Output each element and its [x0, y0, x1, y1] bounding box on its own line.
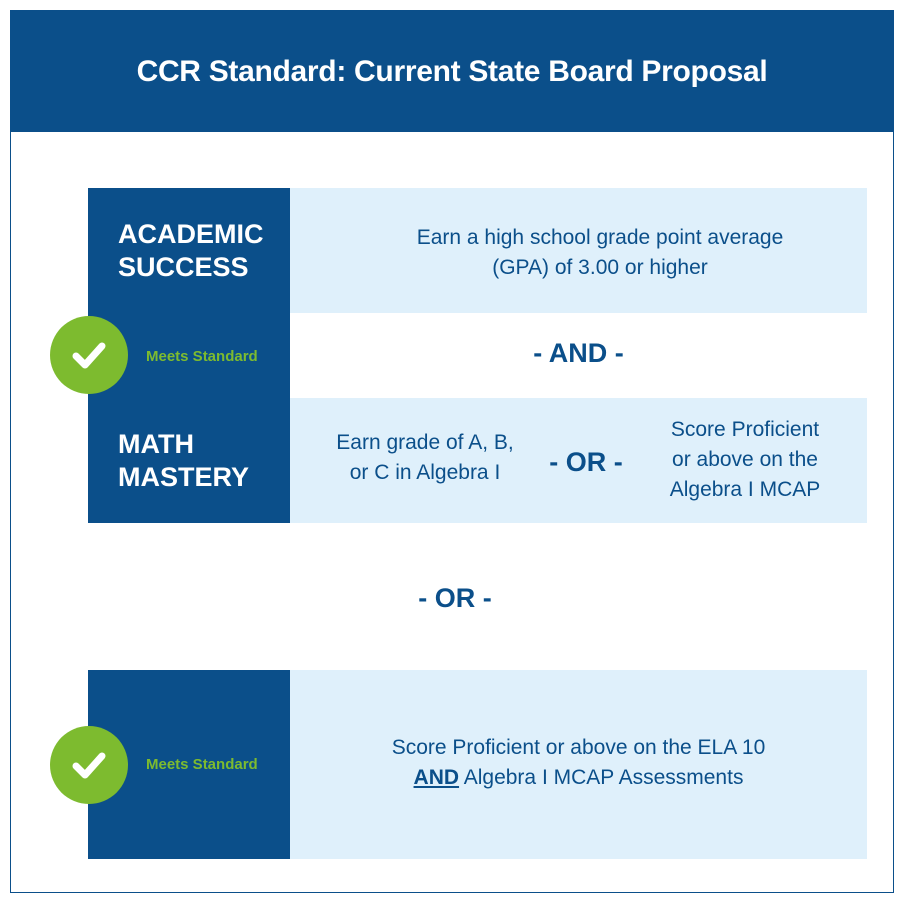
math-option1-text: Earn grade of A, B, or C in Algebra I	[310, 428, 540, 488]
academic-label-line2: SUCCESS	[118, 252, 249, 282]
block1-check-circle	[50, 316, 128, 394]
academic-requirement-text: Earn a high school grade point average (…	[310, 223, 890, 283]
academic-text-line2: (GPA) of 3.00 or higher	[492, 256, 708, 279]
and-connector: - AND -	[533, 338, 624, 368]
block2-text-line2: AND Algebra I MCAP Assessments	[290, 763, 867, 793]
math-option1-line1: Earn grade of A, B,	[336, 431, 514, 454]
academic-label-line1: ACADEMIC	[118, 219, 264, 249]
block2-text-panel	[290, 670, 867, 859]
math-option2-line3: Algebra I MCAP	[669, 478, 821, 501]
math-option2-line1: Score Proficient	[670, 418, 820, 441]
and-emphasis: AND	[413, 766, 460, 789]
block2-check-circle	[50, 726, 128, 804]
block2-requirement-text: Score Proficient or above on the ELA 10 …	[290, 733, 867, 793]
math-or-connector: - OR -	[549, 447, 623, 477]
block1-meets-standard-label: Meets Standard	[146, 348, 258, 365]
academic-text-line1: Earn a high school grade point average	[416, 226, 784, 249]
block2-text-line1: Score Proficient or above on the ELA 10	[391, 736, 766, 759]
math-text-panel	[290, 398, 867, 523]
academic-text-panel	[290, 188, 867, 313]
math-label-line1: MATH	[118, 429, 194, 459]
checkmark-icon	[72, 752, 106, 779]
math-option1-line2: or C in Algebra I	[349, 461, 501, 484]
block2-text-line2-rest: Algebra I MCAP Assessments	[459, 766, 744, 789]
or-connector: - OR -	[418, 583, 492, 613]
math-option2-line2: or above on the	[672, 448, 818, 471]
checkmark-icon	[72, 342, 106, 369]
math-option2-text: Score Proficient or above on the Algebra…	[640, 415, 850, 505]
header-bar: CCR Standard: Current State Board Propos…	[11, 11, 893, 132]
academic-success-label: ACADEMIC SUCCESS	[118, 218, 264, 284]
math-mastery-label: MATH MASTERY	[118, 428, 249, 494]
math-label-line2: MASTERY	[118, 462, 250, 492]
block2-meets-standard-label: Meets Standard	[146, 756, 258, 773]
page-title: CCR Standard: Current State Board Propos…	[136, 54, 768, 88]
